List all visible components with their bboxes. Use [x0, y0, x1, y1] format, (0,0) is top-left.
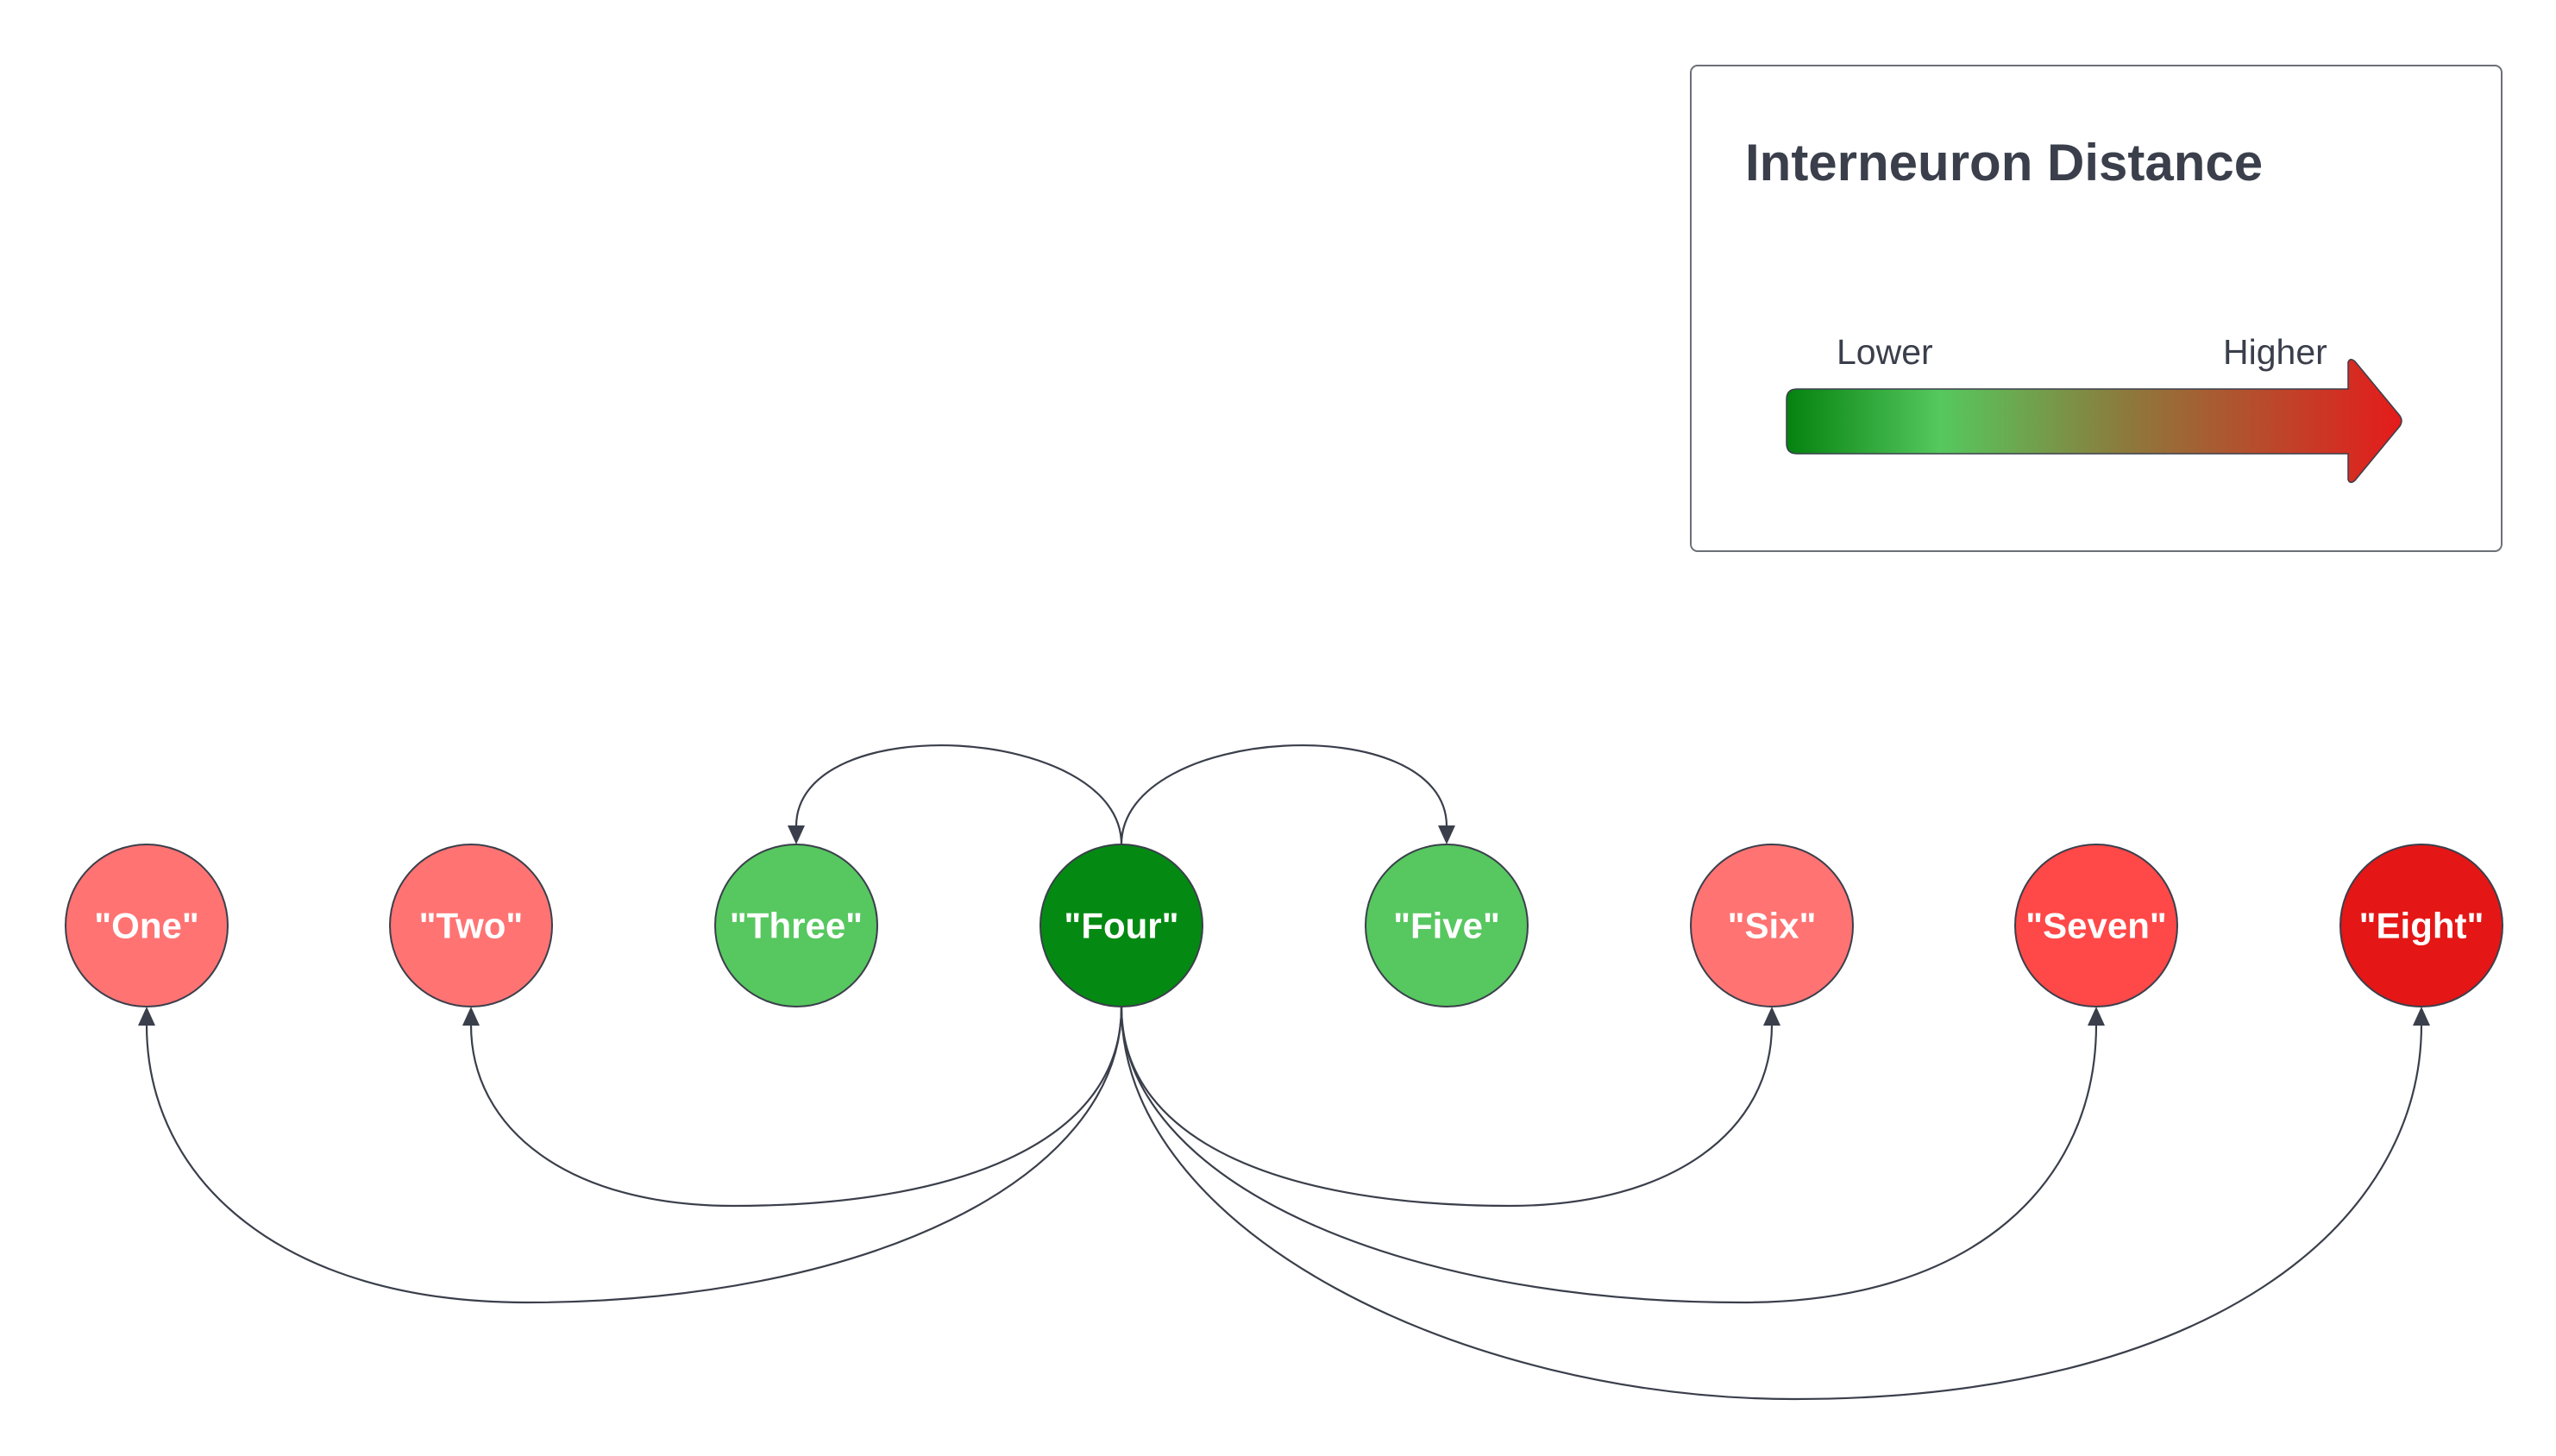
node-two: "Two" [389, 844, 553, 1007]
node-one: "One" [65, 844, 229, 1007]
gradient-arrow [1786, 359, 2402, 483]
node-three: "Three" [714, 844, 878, 1007]
arrowhead-four-five [1438, 825, 1455, 844]
node-three-label: "Three" [730, 906, 863, 946]
arrowhead-four-eight [2413, 1007, 2430, 1026]
node-five-circle [1365, 844, 1529, 1007]
legend-lower-label: Lower [1837, 332, 1933, 372]
arrowhead-four-three [788, 825, 805, 844]
node-seven: "Seven" [2014, 844, 2178, 1007]
legend-higher-label: Higher [2223, 332, 2327, 372]
arrowhead-four-six [1763, 1007, 1780, 1026]
node-one-label: "One" [94, 906, 199, 946]
node-five: "Five" [1365, 844, 1529, 1007]
node-four-circle [1039, 844, 1203, 1007]
legend: Interneuron Distance Lower Higher [1690, 65, 2503, 552]
edge-four-five [1120, 744, 1448, 845]
node-eight-circle [2339, 844, 2503, 1007]
edges [138, 744, 2430, 1401]
node-two-label: "Two" [419, 906, 524, 946]
node-three-circle [714, 844, 878, 1007]
node-seven-circle [2014, 844, 2178, 1007]
arrowhead-four-seven [2088, 1007, 2105, 1026]
node-two-circle [389, 844, 553, 1007]
edge-four-eight [1120, 1006, 2423, 1401]
node-four-label: "Four" [1064, 906, 1178, 946]
edge-four-six [1120, 1006, 1774, 1208]
node-one-circle [65, 844, 229, 1007]
edge-four-two [469, 1006, 1123, 1208]
node-five-label: "Five" [1393, 906, 1500, 946]
node-six: "Six" [1690, 844, 1854, 1007]
node-six-label: "Six" [1728, 906, 1817, 946]
node-six-circle [1690, 844, 1854, 1007]
node-eight-label: "Eight" [2359, 906, 2484, 946]
arrowhead-four-one [138, 1007, 155, 1026]
nodes: "One" "Two" "Three" "Four" "Five" "Six" … [65, 844, 2503, 1007]
edge-four-seven [1120, 1006, 2098, 1304]
arrowhead-four-two [462, 1007, 480, 1026]
node-seven-label: "Seven" [2025, 906, 2167, 946]
edge-four-one [145, 1006, 1123, 1304]
node-eight: "Eight" [2339, 844, 2503, 1007]
node-four: "Four" [1039, 844, 1203, 1007]
legend-title: Interneuron Distance [1745, 134, 2263, 191]
edge-four-three [794, 744, 1123, 845]
